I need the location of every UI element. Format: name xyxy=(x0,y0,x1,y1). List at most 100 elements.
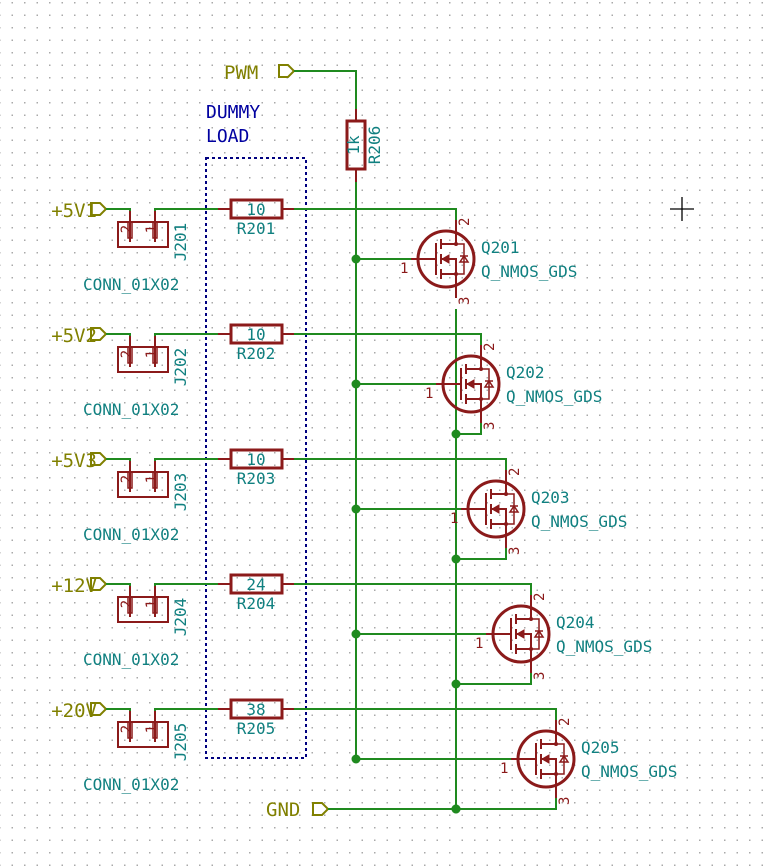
mosfet-ref: Q203 xyxy=(531,488,570,507)
power-flag[interactable]: +20V xyxy=(51,700,108,722)
connector-ref: J203 xyxy=(171,473,190,512)
resistor-value: 38 xyxy=(246,700,265,719)
connector-body xyxy=(117,596,169,623)
node-dot xyxy=(479,367,483,371)
resistor-ref: R205 xyxy=(237,719,276,738)
power-flag[interactable]: +5V2 xyxy=(51,325,108,347)
power-flag[interactable]: +12V xyxy=(51,575,108,597)
source-wire[interactable] xyxy=(456,798,557,810)
mosfet-ref: Q201 xyxy=(481,238,520,257)
junction-dot xyxy=(351,379,361,389)
source-pin-number: 3 xyxy=(482,422,498,430)
junction-dot xyxy=(451,554,461,564)
diode-icon xyxy=(558,754,570,763)
power-flag-icon xyxy=(90,702,108,716)
mosfet-body-icon xyxy=(416,229,476,289)
source-wire[interactable] xyxy=(456,673,532,685)
drain-wire[interactable] xyxy=(294,458,507,470)
resistor-r206[interactable]: 1k R206 xyxy=(344,109,384,182)
arrow-icon xyxy=(515,629,525,639)
power-flag-icon xyxy=(90,452,108,466)
drain-pin-number: 2 xyxy=(532,593,548,601)
node-dot xyxy=(454,242,458,246)
drain-wire[interactable] xyxy=(294,208,457,220)
mosfet-body-icon xyxy=(466,479,526,539)
drain-conn xyxy=(541,741,557,745)
junction-dot xyxy=(451,804,461,814)
dummy-load-note-line2: LOAD xyxy=(206,126,249,147)
connector-pin-icon xyxy=(152,346,158,364)
drain-pin-number: 2 xyxy=(457,218,473,226)
power-flag-icon xyxy=(90,202,108,216)
resistor-ref: R204 xyxy=(237,594,276,613)
mosfet-body-icon xyxy=(516,729,576,789)
mosfet-value: Q_NMOS_GDS xyxy=(581,762,677,781)
diode-icon xyxy=(508,504,520,513)
resistor-value: 10 xyxy=(246,325,265,344)
junction-dot xyxy=(351,504,361,514)
drain-conn xyxy=(516,616,532,620)
connector-ref: J204 xyxy=(171,598,190,637)
arrow-icon xyxy=(540,754,550,764)
pwm-wire[interactable] xyxy=(294,70,357,109)
power-flag[interactable]: +5V1 xyxy=(51,200,108,222)
arrow-icon xyxy=(440,254,450,264)
drain-wire[interactable] xyxy=(294,333,482,345)
resistor-ref: R201 xyxy=(237,219,276,238)
connector-body xyxy=(117,721,169,748)
node-dot xyxy=(504,522,508,526)
pin1-number: 1 xyxy=(144,225,160,233)
node-dot xyxy=(504,492,508,496)
connector-value: CONN_01X02 xyxy=(83,400,179,419)
diode-icon xyxy=(458,254,470,263)
pwm-input-flag-icon xyxy=(278,64,296,78)
gate-pin-number: 1 xyxy=(450,511,458,527)
gnd-net[interactable]: GND xyxy=(266,309,556,821)
drain-wire[interactable] xyxy=(294,583,532,595)
source-wire[interactable] xyxy=(456,548,507,560)
mosfet-ref: Q205 xyxy=(581,738,620,757)
diode-frame xyxy=(531,618,540,650)
diode-frame xyxy=(481,368,490,400)
drain-conn xyxy=(441,241,457,245)
connector-pin-icon xyxy=(127,596,133,614)
node-dot xyxy=(554,742,558,746)
source-wire[interactable] xyxy=(456,423,482,435)
drain-conn xyxy=(491,491,507,495)
mosfet-value: Q_NMOS_GDS xyxy=(481,262,577,281)
pwm-net[interactable]: PWM xyxy=(224,62,357,109)
arrow-icon xyxy=(490,504,500,514)
r206-value: 1k xyxy=(344,135,363,155)
connector-ref: J201 xyxy=(171,223,190,262)
node-dot xyxy=(479,397,483,401)
power-label: +12V xyxy=(51,575,97,597)
power-flag[interactable]: +5V3 xyxy=(51,450,108,472)
diode-icon xyxy=(533,629,545,638)
resistor-value: 24 xyxy=(246,575,265,594)
drain-pin-number: 2 xyxy=(507,468,523,476)
gnd-label: GND xyxy=(266,799,300,821)
drain-wire[interactable] xyxy=(294,708,557,720)
